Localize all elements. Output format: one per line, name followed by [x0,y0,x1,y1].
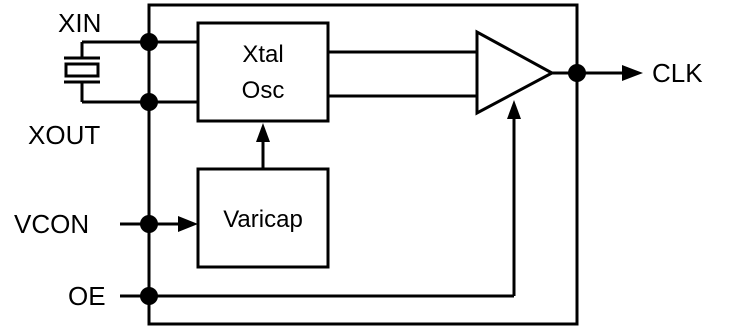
oe-pin-dot [140,287,158,305]
xtal-osc-label-2: Osc [242,77,285,104]
pin-label-xin: XIN [58,8,101,38]
oe-arrow-icon [507,100,521,119]
pin-label-vcon: VCON [14,209,89,239]
xin-pin-dot [140,33,158,51]
chip-outline [147,3,579,326]
output-buffer [475,29,556,116]
xout-pin-dot [140,93,158,111]
clk-pin-dot [568,64,586,82]
xtal-osc-block [196,21,330,123]
clk-arrow-icon [622,65,643,81]
vcon-arrow-icon [178,216,198,232]
vcon-pin-dot [140,215,158,233]
crystal-symbol [64,42,100,102]
pin-label-clk: CLK [652,58,703,88]
xtal-osc-label-1: Xtal [242,41,283,68]
pin-label-xout: XOUT [28,120,100,150]
varicap-label: Varicap [223,206,303,233]
varicap-to-osc-arrow-icon [256,123,270,142]
pin-label-oe: OE [68,281,106,311]
varicap-block [196,167,330,269]
